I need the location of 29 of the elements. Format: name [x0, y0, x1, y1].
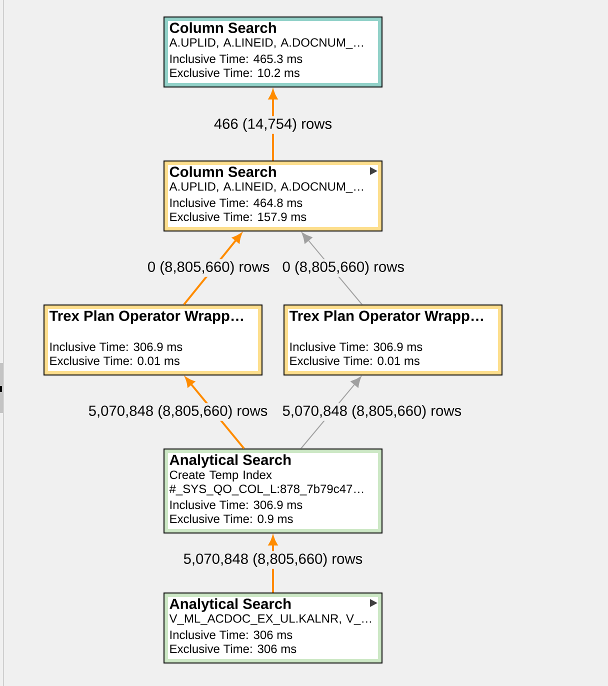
timing-text: Inclusive Time: 465.3 ms	[170, 54, 302, 64]
node-title: Analytical Search	[170, 598, 291, 612]
timing-text: Exclusive Time: 0.9 ms	[170, 514, 293, 524]
timing-text: Inclusive Time: 464.8 ms	[170, 198, 302, 208]
timing-text: Inclusive Time: 306.9 ms	[290, 342, 422, 352]
timing-text: Exclusive Time: 306 ms	[170, 644, 296, 654]
node-title: Trex Plan Operator Wrapp…	[49, 310, 243, 324]
node-title: Column Search	[170, 22, 276, 34]
detail-text: A.UPLID, A.LINEID, A.DOCNUM_…	[169, 182, 363, 194]
edge-label: 5,070,848 (8,805,660) rows	[280, 403, 464, 421]
timing-text: Inclusive Time: 306.9 ms	[170, 500, 302, 510]
arrow	[268, 90, 278, 160]
edge-label: 466 (14,754) rows	[212, 116, 334, 134]
timing-text: Exclusive Time: 0.01 ms	[290, 356, 420, 366]
node-title: Trex Plan Operator Wrapp…	[289, 310, 483, 324]
timing-text: Exclusive Time: 10.2 ms	[170, 68, 300, 78]
edge-label: 0 (8,805,660) rows	[145, 259, 272, 277]
edge-label: 5,070,848 (8,805,660) rows	[181, 551, 365, 569]
timing-text: Exclusive Time: 0.01 ms	[50, 356, 180, 366]
timing-text: Exclusive Time: 157.9 ms	[170, 212, 306, 222]
node-title: Column Search	[170, 166, 276, 178]
timing-text: Inclusive Time: 306 ms	[170, 630, 292, 640]
edge-label: 5,070,848 (8,805,660) rows	[86, 403, 270, 421]
detail-text: Create Temp Index #_SYS_QO_COL_L:878_7b79c47…	[169, 470, 364, 496]
edge-label: 0 (8,805,660) rows	[280, 259, 407, 277]
timing-text: Inclusive Time: 306.9 ms	[50, 342, 182, 352]
detail-text: A.UPLID, A.LINEID, A.DOCNUM_…	[169, 38, 363, 50]
detail-text: V_ML_ACDOC_EX_UL.KALNR, V_…	[169, 614, 372, 626]
node-title: Analytical Search	[170, 454, 291, 468]
